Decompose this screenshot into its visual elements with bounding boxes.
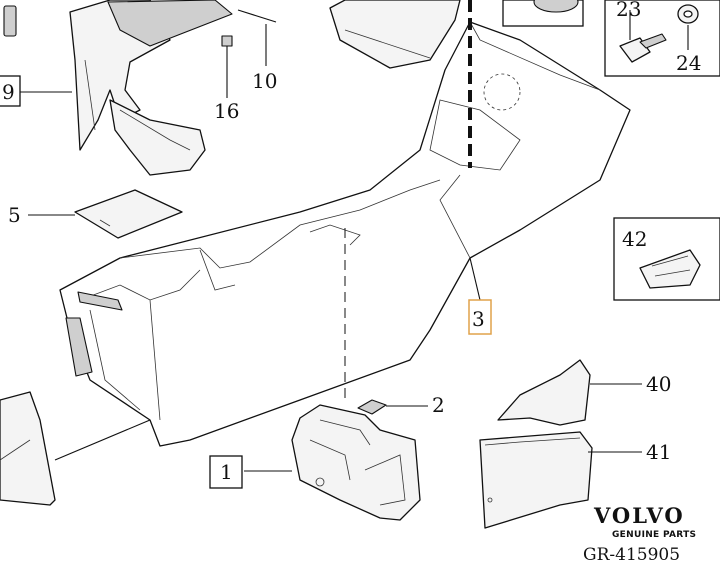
part-5-pad xyxy=(28,189,183,239)
part-40-cover xyxy=(497,359,642,426)
brand-logo: VOLVO xyxy=(593,503,685,528)
callout-41: 41 xyxy=(646,440,671,464)
tray-insert xyxy=(329,0,461,69)
callout-5: 5 xyxy=(8,203,21,227)
part-41-panel xyxy=(479,431,642,529)
part-3-leader xyxy=(469,257,481,301)
side-panel-fragment xyxy=(0,391,151,506)
hardware-inset-box xyxy=(604,0,720,77)
callout-1: 1 xyxy=(220,460,233,484)
top-inset-box xyxy=(502,0,584,27)
brand-tagline: GENUINE PARTS xyxy=(612,530,696,540)
callout-16: 16 xyxy=(214,99,239,123)
callout-10: 10 xyxy=(252,69,277,93)
callout-42: 42 xyxy=(622,227,647,251)
callout-23: 23 xyxy=(616,0,641,21)
part-10-clip xyxy=(237,9,277,66)
callout-1-box xyxy=(209,455,243,489)
callout-40: 40 xyxy=(646,372,671,396)
part-2-clip xyxy=(357,399,428,415)
callout-24: 24 xyxy=(676,51,701,75)
part-9-bracket xyxy=(3,0,233,176)
part-16-screw xyxy=(221,35,233,92)
callout-2: 2 xyxy=(432,393,445,417)
callout-9: 9 xyxy=(2,80,15,104)
callout-3-box xyxy=(468,299,492,335)
callout-9-box xyxy=(0,75,21,107)
part-1-bracket xyxy=(291,404,421,521)
callout-3: 3 xyxy=(472,307,485,331)
clip-inset-box xyxy=(613,217,720,301)
diagram-reference: GR-415905 xyxy=(583,545,680,565)
